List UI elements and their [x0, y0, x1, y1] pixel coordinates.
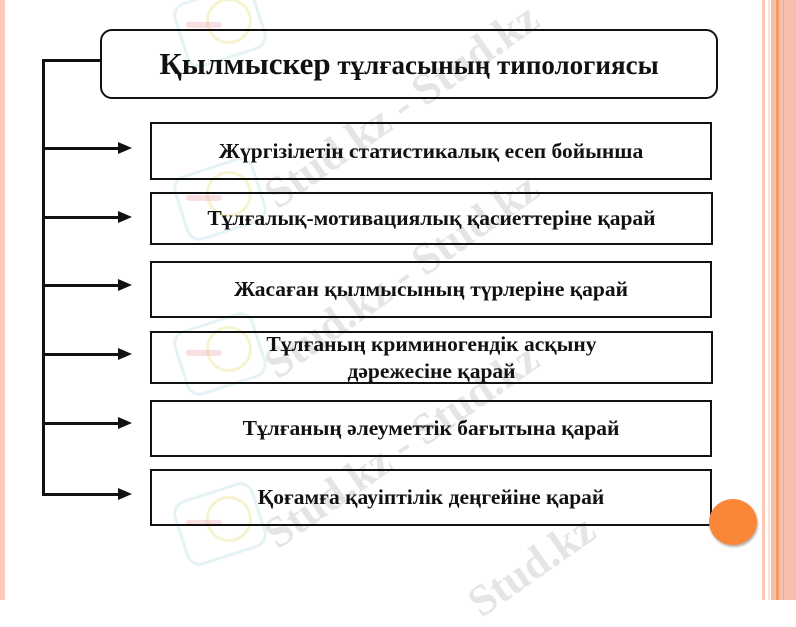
category-box-5: Тұлғаның әлеуметтік бағытына қарай — [150, 400, 712, 457]
connector-vertical-line — [42, 59, 45, 496]
connector-title-stub — [42, 59, 100, 62]
arrow-right-icon — [118, 279, 132, 291]
arrow-right-icon — [118, 488, 132, 500]
category-label: Қоғамға қауіптілік деңгейіне қарай — [257, 485, 605, 510]
category-box-1: Жүргізілетін статистикалық есеп бойынша — [150, 122, 712, 180]
category-box-6: Қоғамға қауіптілік деңгейіне қарай — [150, 469, 712, 526]
category-box-4: Тұлғаның криминогендік асқыну дәрежесіне… — [150, 331, 713, 384]
category-label: Тұлғалық-мотивациялық қасиеттеріне қарай — [207, 206, 656, 231]
left-decor-strip — [0, 0, 5, 600]
title-rest: тұлғасының типологиясы — [337, 50, 659, 80]
title-box: Қылмыскер тұлғасының типологиясы — [100, 29, 718, 99]
category-label: Тұлғаның криминогендік асқыну дәрежесіне… — [266, 331, 597, 383]
arrow-right-icon — [118, 348, 132, 360]
category-box-2: Тұлғалық-мотивациялық қасиеттеріне қарай — [150, 192, 713, 245]
orange-circle-icon — [709, 499, 757, 545]
arrow-right-icon — [118, 211, 132, 223]
right-decor-stripes — [762, 0, 796, 600]
arrow-right-icon — [118, 142, 132, 154]
category-label: Жүргізілетін статистикалық есеп бойынша — [218, 138, 644, 163]
category-label: Жасаған қылмысының түрлеріне қарай — [233, 277, 629, 302]
category-label: Тұлғаның әлеуметтік бағытына қарай — [242, 416, 620, 441]
arrow-right-icon — [118, 417, 132, 429]
diagram-title: Қылмыскер тұлғасының типологиясы — [159, 46, 658, 82]
title-lead-word: Қылмыскер — [159, 46, 331, 81]
category-box-3: Жасаған қылмысының түрлеріне қарай — [150, 261, 712, 318]
